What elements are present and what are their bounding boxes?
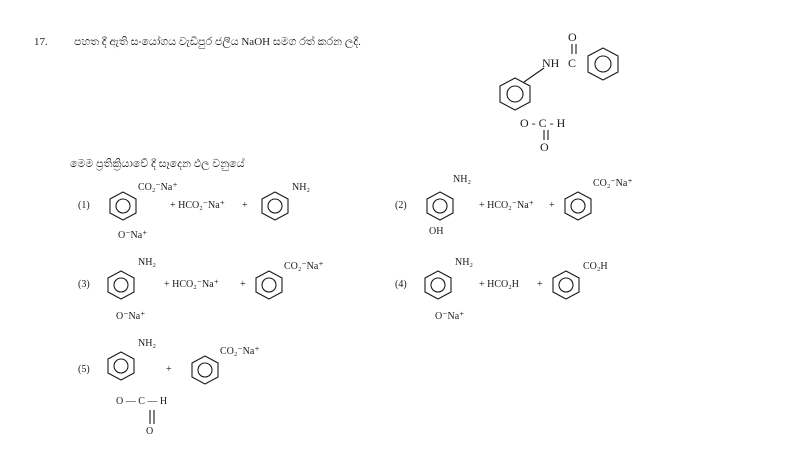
carboxylic-acid-group: CO₂H — [583, 261, 608, 272]
question-stem: පහත දී ඇති සංයෝගය වැඩිපුර ජලීය NaOH සමග … — [74, 36, 361, 48]
benzene-ring-icon — [564, 191, 592, 221]
amine-group: NH₂ — [138, 338, 156, 349]
double-bond-icon — [543, 130, 549, 140]
option-label: (5) — [78, 364, 90, 375]
option-label: (3) — [78, 279, 90, 290]
plus-sign: + — [549, 200, 555, 211]
amide-carbon: C — [568, 56, 577, 70]
double-bond-icon — [571, 44, 577, 54]
benzene-ring-icon — [107, 351, 135, 381]
plus-sign: + — [242, 200, 248, 211]
benzene-ring-icon — [107, 270, 135, 300]
formate-ester-group: O - C - H — [520, 116, 566, 130]
option-3[interactable]: (3) NH₂ O⁻Na⁺ + HCO₂⁻Na⁺ + CO₂⁻Na⁺ — [72, 255, 372, 330]
sodium-formate: + HCO₂⁻Na⁺ — [170, 200, 225, 211]
carboxylate-group: CO₂⁻Na⁺ — [220, 346, 260, 357]
phenol-group: OH — [429, 226, 444, 237]
starting-compound: O NH C O - C - H O — [490, 28, 640, 158]
carboxylate-group: CO₂⁻Na⁺ — [284, 261, 324, 272]
benzene-ring-icon — [552, 270, 580, 300]
plus-sign: + — [166, 364, 172, 375]
phenoxide-group: O⁻Na⁺ — [118, 230, 148, 241]
formate-ester-chain: O — C — H — [116, 396, 168, 407]
phenoxide-group: O⁻Na⁺ — [435, 311, 465, 322]
bond-line — [523, 67, 545, 83]
ester-carbonyl-oxygen: O — [540, 140, 549, 154]
benzene-ring-icon — [424, 270, 452, 300]
carboxylate-group: CO₂⁻Na⁺ — [138, 182, 178, 193]
amide-nh: NH — [542, 56, 560, 70]
amine-group: NH₂ — [453, 174, 471, 185]
option-label: (1) — [78, 200, 90, 211]
sodium-formate: + HCO₂⁻Na⁺ — [164, 279, 219, 290]
carboxylate-group: CO₂⁻Na⁺ — [593, 178, 633, 189]
carbonyl-oxygen: O — [568, 30, 577, 44]
option-label: (4) — [395, 279, 407, 290]
amine-group: NH₂ — [138, 257, 156, 268]
double-bond-icon — [149, 410, 155, 424]
option-1[interactable]: (1) CO₂⁻Na⁺ O⁻Na⁺ + HCO₂⁻Na⁺ + NH₂ — [70, 178, 330, 248]
plus-sign: + — [240, 279, 246, 290]
benzene-ring-icon — [255, 270, 283, 300]
option-4[interactable]: (4) NH₂ O⁻Na⁺ + HCO₂H + CO₂H — [395, 255, 655, 330]
benzene-ring-icon — [261, 191, 289, 221]
sodium-formate: + HCO₂⁻Na⁺ — [479, 200, 534, 211]
benzene-ring-icon — [587, 47, 619, 81]
benzene-ring-icon — [499, 77, 531, 111]
benzene-ring-icon — [426, 191, 454, 221]
amine-group: NH₂ — [455, 257, 473, 268]
formic-acid: + HCO₂H — [479, 279, 519, 290]
option-2[interactable]: (2) NH₂ OH + HCO₂⁻Na⁺ + CO₂⁻Na⁺ — [395, 170, 665, 245]
benzene-ring-icon — [109, 191, 137, 221]
plus-sign: + — [537, 279, 543, 290]
phenoxide-group: O⁻Na⁺ — [116, 311, 146, 322]
option-5[interactable]: (5) NH₂ O — C — H O + CO₂⁻Na⁺ — [72, 336, 322, 446]
carbonyl-oxygen: O — [146, 426, 154, 437]
option-label: (2) — [395, 200, 407, 211]
question-number: 17. — [34, 36, 48, 48]
sub-prompt: මෙම ප්‍රතික්‍රියාවේ දී සෑදෙන ඵල වනුයේ — [70, 158, 245, 170]
benzene-ring-icon — [191, 355, 219, 385]
amine-group: NH₂ — [292, 182, 310, 193]
